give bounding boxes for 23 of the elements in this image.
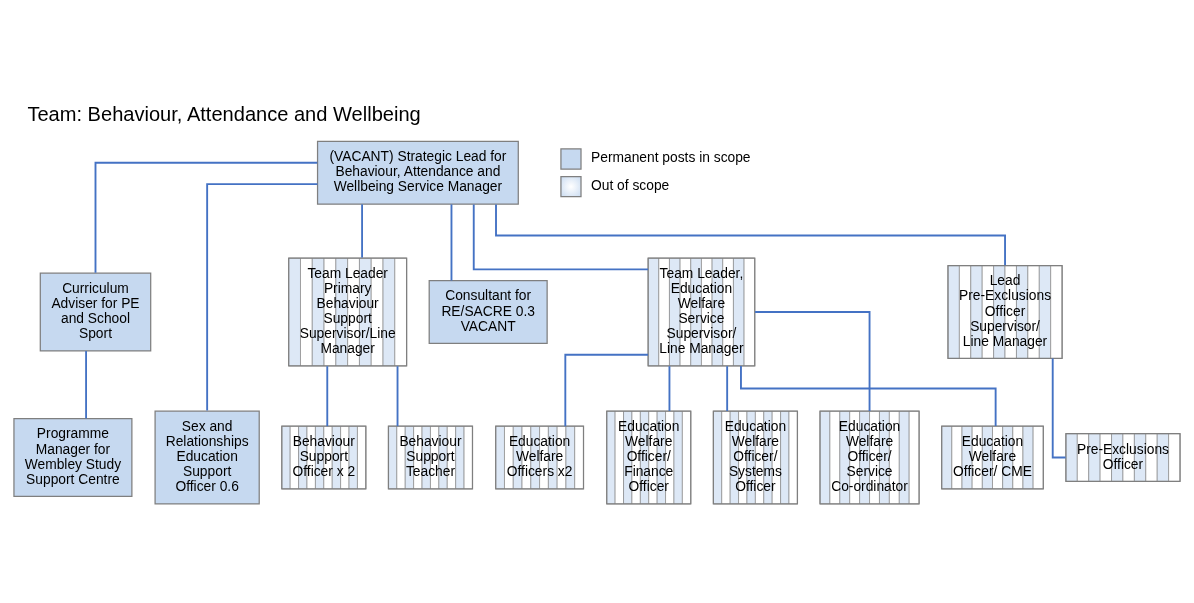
node-box: Consultant for RE/SACRE 0.3 VACANT — [428, 279, 548, 344]
connector — [94, 161, 319, 274]
connector — [564, 353, 649, 427]
connector — [668, 364, 671, 412]
connector — [450, 202, 453, 281]
node-box: (VACANT) Strategic Lead for Behaviour, Attendance and Wellbeing Service Manager — [316, 140, 519, 205]
connector — [495, 203, 1006, 266]
connector — [85, 349, 88, 419]
connector — [396, 364, 399, 427]
connector — [206, 182, 319, 411]
diagram-title: Team: Behaviour, Attendance and Wellbeing — [27, 102, 421, 125]
node-box: Programme Manager for Wembley Study Support Centre — [13, 417, 133, 497]
connector — [1051, 357, 1067, 458]
node-box: Sex and Relationships Education Support Officer 0.6 — [154, 410, 260, 505]
connector — [361, 202, 364, 259]
connector — [326, 364, 329, 427]
node-box: Curriculum Adviser for PE and School Sport — [39, 272, 152, 352]
legend-label: Permanent posts in scope — [591, 149, 751, 165]
connector — [754, 310, 871, 412]
connector — [472, 202, 649, 270]
connector — [726, 364, 729, 412]
legend-label: Out of scope — [591, 177, 670, 193]
connector — [740, 364, 997, 427]
